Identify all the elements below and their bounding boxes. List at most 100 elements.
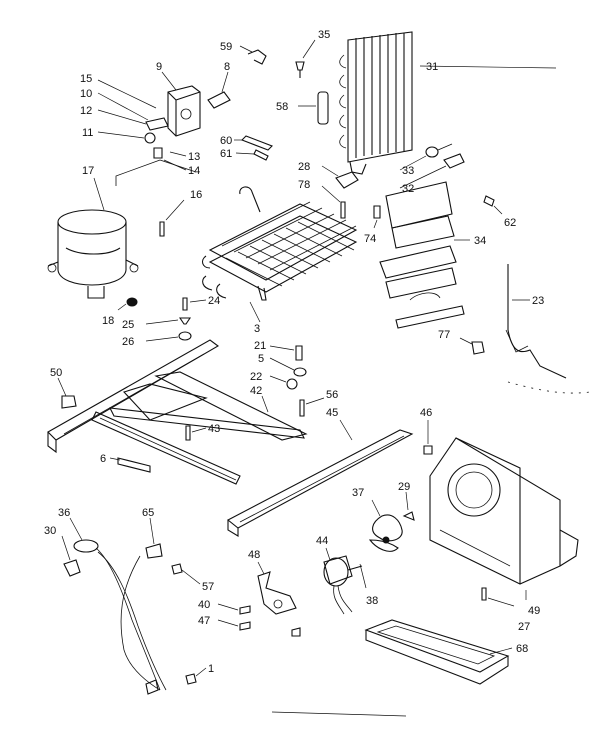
label-26: 26 bbox=[122, 336, 134, 348]
leader-57 bbox=[181, 569, 201, 585]
part-62 bbox=[483, 195, 495, 207]
part-32 bbox=[443, 153, 465, 169]
label-77: 77 bbox=[438, 329, 450, 341]
clip-59 bbox=[247, 49, 267, 65]
screw-40 bbox=[239, 605, 251, 615]
leader-22 bbox=[269, 375, 287, 383]
leader-74 bbox=[373, 219, 378, 229]
part-46 bbox=[423, 445, 433, 455]
part-61 bbox=[253, 149, 269, 161]
screw-47 bbox=[239, 621, 251, 631]
leader-32 bbox=[399, 165, 447, 189]
leader-28 bbox=[321, 165, 339, 177]
label-59: 59 bbox=[220, 41, 232, 53]
part-28 bbox=[335, 171, 359, 189]
leader-78 bbox=[321, 185, 341, 203]
screw-27 bbox=[481, 587, 487, 601]
screw-21 bbox=[295, 345, 303, 361]
label-44: 44 bbox=[316, 535, 328, 547]
label-68: 68 bbox=[516, 643, 528, 655]
leader-77 bbox=[459, 337, 473, 345]
leader-50 bbox=[57, 377, 67, 397]
label-78: 78 bbox=[298, 179, 310, 191]
label-32: 32 bbox=[402, 183, 414, 195]
label-36: 36 bbox=[58, 507, 70, 519]
leader-37 bbox=[371, 499, 381, 517]
part-77 bbox=[471, 341, 485, 355]
leader-5 bbox=[269, 357, 295, 371]
leader-24 bbox=[189, 299, 207, 303]
leader-59 bbox=[239, 45, 253, 53]
evaporator bbox=[201, 186, 358, 301]
label-5: 5 bbox=[258, 353, 264, 365]
base-frame bbox=[47, 339, 308, 485]
part-14 bbox=[153, 147, 163, 159]
leader-40 bbox=[217, 603, 239, 611]
drain-pan-68 bbox=[364, 619, 510, 685]
leader-13 bbox=[169, 151, 187, 157]
label-31: 31 bbox=[426, 61, 438, 73]
label-60: 60 bbox=[220, 135, 232, 147]
label-43: 43 bbox=[208, 423, 220, 435]
label-11: 11 bbox=[82, 127, 93, 139]
leader-27 bbox=[487, 597, 515, 607]
label-42: 42 bbox=[250, 385, 262, 397]
defrost-heater bbox=[379, 181, 465, 329]
washer-25 bbox=[178, 317, 192, 325]
label-48: 48 bbox=[248, 549, 260, 561]
label-9: 9 bbox=[156, 61, 162, 73]
bottom-rule bbox=[271, 711, 407, 717]
screw-43 bbox=[185, 425, 191, 441]
grommet-22 bbox=[286, 378, 298, 390]
fan-bracket-49 bbox=[429, 437, 579, 585]
label-50: 50 bbox=[50, 367, 62, 379]
label-33: 33 bbox=[402, 165, 414, 177]
screw-35 bbox=[295, 61, 305, 78]
label-27: 27 bbox=[518, 621, 530, 633]
leader-42 bbox=[261, 395, 269, 413]
part-33-wire bbox=[437, 143, 453, 151]
part-60 bbox=[241, 135, 273, 151]
washer-5 bbox=[293, 367, 307, 377]
relay-wire bbox=[115, 159, 197, 186]
screw-56 bbox=[299, 399, 305, 417]
label-28: 28 bbox=[298, 161, 310, 173]
grommet-26 bbox=[178, 331, 192, 341]
part-8 bbox=[207, 91, 231, 109]
drain-hidden-line bbox=[507, 381, 591, 394]
fan-motor-44 bbox=[323, 555, 363, 615]
leader-47 bbox=[217, 619, 239, 627]
leader-8 bbox=[221, 71, 229, 93]
leader-16 bbox=[165, 199, 185, 221]
label-30: 30 bbox=[44, 525, 56, 537]
label-24: 24 bbox=[208, 295, 220, 307]
grommet-18 bbox=[126, 297, 138, 307]
label-16: 16 bbox=[190, 189, 202, 201]
label-18: 18 bbox=[102, 315, 114, 327]
label-13: 13 bbox=[188, 151, 200, 163]
label-22: 22 bbox=[250, 371, 262, 383]
label-62: 62 bbox=[504, 217, 516, 229]
screw-78 bbox=[340, 201, 346, 219]
leader-18 bbox=[117, 303, 127, 311]
leader-3 bbox=[249, 301, 261, 323]
leader-56 bbox=[305, 397, 325, 405]
screw-24 bbox=[182, 297, 188, 311]
label-61: 61 bbox=[220, 148, 232, 160]
label-57: 57 bbox=[202, 581, 214, 593]
label-35: 35 bbox=[318, 29, 330, 41]
leader-29 bbox=[405, 491, 409, 511]
screw-16 bbox=[159, 221, 165, 237]
leader-68 bbox=[489, 647, 513, 655]
relay-box-9 bbox=[167, 85, 201, 137]
leader-10 bbox=[97, 92, 149, 121]
leader-62 bbox=[493, 205, 503, 215]
label-40: 40 bbox=[198, 599, 210, 611]
label-34: 34 bbox=[474, 235, 486, 247]
label-45: 45 bbox=[326, 407, 338, 419]
label-21: 21 bbox=[254, 340, 266, 352]
leader-26 bbox=[145, 336, 179, 342]
leader-15 bbox=[97, 79, 157, 109]
label-12: 12 bbox=[80, 105, 92, 117]
